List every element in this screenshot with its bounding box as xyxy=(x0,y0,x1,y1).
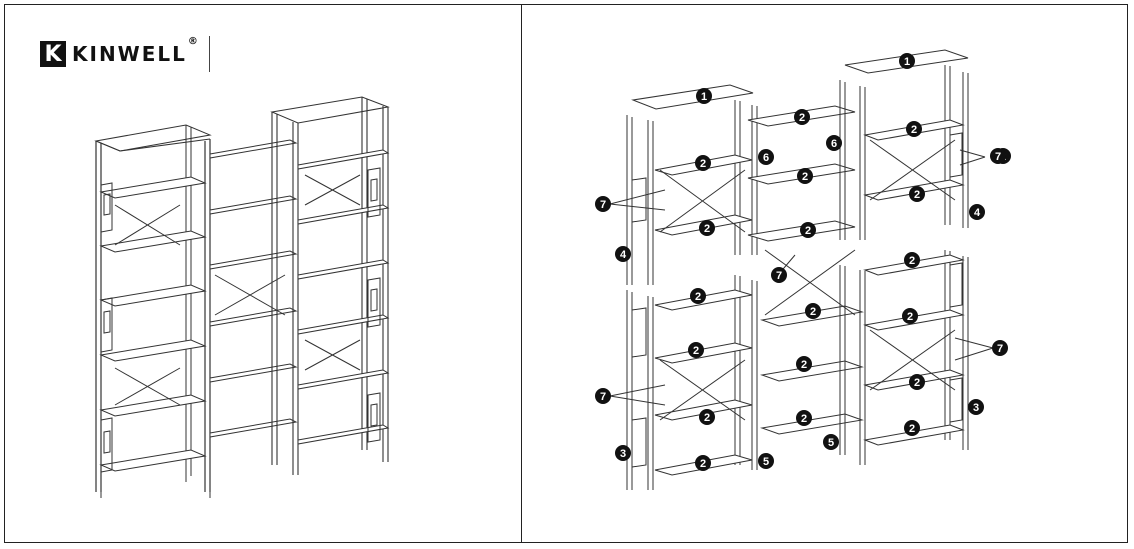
part-callout: 5 xyxy=(758,453,774,469)
exploded-unit-bottom-left xyxy=(626,275,758,490)
part-callout: 5 xyxy=(823,434,839,450)
svg-text:2: 2 xyxy=(801,359,807,371)
svg-text:2: 2 xyxy=(907,311,913,323)
part-callout: 2 xyxy=(909,374,925,390)
svg-text:2: 2 xyxy=(704,223,710,235)
svg-text:2: 2 xyxy=(810,306,816,318)
exploded-unit-top-right xyxy=(839,49,969,240)
part-callout: 7 xyxy=(992,340,1008,356)
svg-text:2: 2 xyxy=(909,423,915,435)
part-callout: 4 xyxy=(615,246,631,262)
svg-text:2: 2 xyxy=(914,377,920,389)
panel-divider xyxy=(521,4,522,543)
svg-text:2: 2 xyxy=(801,413,807,425)
brand-name: KINWELL® xyxy=(72,36,200,66)
svg-text:5: 5 xyxy=(828,437,834,449)
svg-text:7: 7 xyxy=(600,391,606,403)
svg-text:2: 2 xyxy=(805,225,811,237)
part-callout: 2 xyxy=(904,420,920,436)
part-callout: 2 xyxy=(690,288,706,304)
part-callout: 2 xyxy=(800,222,816,238)
part-callout: 2 xyxy=(794,109,810,125)
part-callout: 2 xyxy=(805,303,821,319)
svg-text:4: 4 xyxy=(620,249,627,261)
registered-mark: ® xyxy=(187,36,200,47)
part-callouts: 1 1 2 2 2 2 2 2 2 2 2 2 2 2 2 2 2 2 2 2 … xyxy=(595,53,1011,471)
svg-text:2: 2 xyxy=(802,171,808,183)
svg-text:7: 7 xyxy=(776,270,782,282)
part-callout: 2 xyxy=(797,168,813,184)
svg-text:2: 2 xyxy=(695,291,701,303)
part-callout: 1 xyxy=(899,53,915,69)
assembled-bookcase xyxy=(94,96,390,498)
exploded-unit-top-left xyxy=(626,84,758,285)
exploded-unit-bottom-right xyxy=(839,250,969,465)
svg-text:3: 3 xyxy=(973,402,979,414)
logo-separator xyxy=(209,36,210,72)
logo-mark-icon: K xyxy=(40,41,66,67)
svg-text:7: 7 xyxy=(997,343,1003,355)
svg-text:7: 7 xyxy=(995,151,1001,163)
brand-logo: K KINWELL® xyxy=(40,36,210,72)
part-callout: 3 xyxy=(968,399,984,415)
svg-text:1: 1 xyxy=(904,56,910,68)
part-callout: 3 xyxy=(615,445,631,461)
svg-text:7: 7 xyxy=(600,199,606,211)
svg-text:3: 3 xyxy=(620,448,626,460)
part-callout: 4 xyxy=(969,204,985,220)
part-callout: 2 xyxy=(695,455,711,471)
svg-text:6: 6 xyxy=(763,152,769,164)
svg-text:2: 2 xyxy=(704,412,710,424)
part-callout: 2 xyxy=(906,121,922,137)
svg-text:2: 2 xyxy=(914,189,920,201)
svg-text:1: 1 xyxy=(701,91,707,103)
part-callout: 2 xyxy=(688,342,704,358)
part-callout: 2 xyxy=(695,155,711,171)
part-callout: 2 xyxy=(909,186,925,202)
part-callout: 6 xyxy=(826,135,842,151)
part-callout: 7 xyxy=(595,388,611,404)
svg-text:4: 4 xyxy=(974,207,981,219)
part-callout: 6 xyxy=(758,149,774,165)
svg-text:2: 2 xyxy=(693,345,699,357)
svg-text:2: 2 xyxy=(799,112,805,124)
svg-text:2: 2 xyxy=(909,255,915,267)
part-callout: 2 xyxy=(699,220,715,236)
left-tower xyxy=(94,124,212,498)
middle-section xyxy=(209,139,298,438)
svg-text:2: 2 xyxy=(700,458,706,470)
part-callout: 2 xyxy=(796,356,812,372)
part-callout: 7 xyxy=(771,267,787,283)
part-callout: 7 xyxy=(595,196,611,212)
svg-text:2: 2 xyxy=(911,124,917,136)
part-callout: 2 xyxy=(904,252,920,268)
part-callout: 1 xyxy=(696,88,712,104)
right-tower xyxy=(270,96,390,475)
part-callout: 2 xyxy=(902,308,918,324)
svg-text:6: 6 xyxy=(831,138,837,150)
svg-text:2: 2 xyxy=(700,158,706,170)
diagram-frame xyxy=(4,4,1128,543)
part-callout: 7 xyxy=(990,148,1006,164)
svg-text:5: 5 xyxy=(763,456,769,468)
part-callout: 2 xyxy=(796,410,812,426)
part-callout: 2 xyxy=(699,409,715,425)
